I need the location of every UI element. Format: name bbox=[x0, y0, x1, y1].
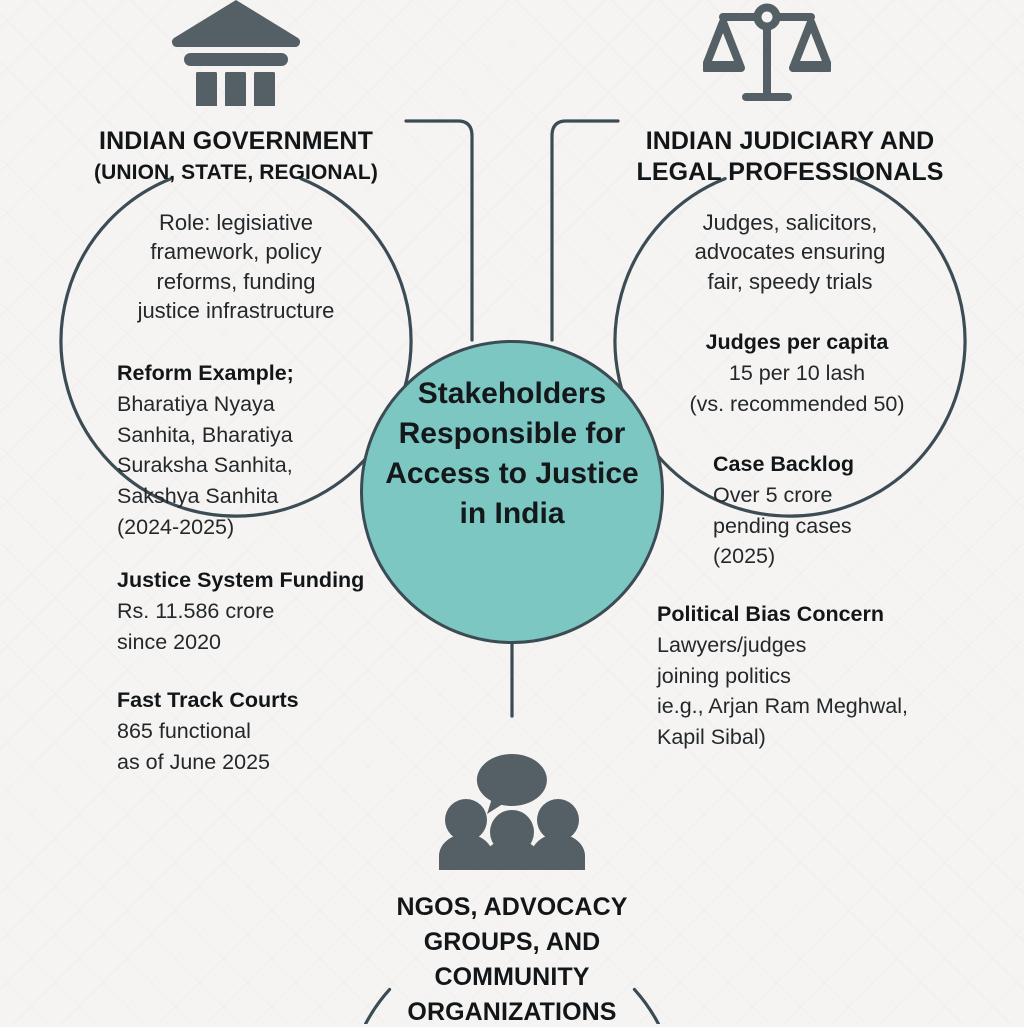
ngos-title-line-2: GROUPS, AND bbox=[423, 928, 601, 956]
fact-political-bias-concern-title: Political Bias Concern bbox=[657, 602, 885, 626]
center-hub-label: Stakeholders Responsible for Access to J… bbox=[360, 374, 664, 534]
judiciary-description: Judges, salicitors, advocates ensuring f… bbox=[694, 210, 886, 294]
judiciary-title-line-2: LEGAL PROFESSIONALS bbox=[636, 158, 944, 186]
ngos-title-line-3: COMMUNITY bbox=[434, 963, 590, 991]
fact-reform-example-body: Bharatiya Nyaya Sanhita, Bharatiya Surak… bbox=[117, 391, 293, 539]
fact-justice-system-funding-title: Justice System Funding bbox=[117, 568, 365, 592]
hub-line-1: Stakeholders bbox=[417, 377, 607, 410]
judiciary-circle-arc bbox=[613, 177, 967, 518]
fact-reform-example: Reform Example; Bharatiya Nyaya Sanhita,… bbox=[117, 360, 407, 543]
fact-fast-track-courts: Fast Track Courts 865 functional as of J… bbox=[117, 687, 417, 777]
hub-line-2: Responsible for bbox=[398, 416, 626, 450]
fact-political-bias-concern: Political Bias Concern Lawyers/judges jo… bbox=[657, 601, 997, 753]
scales-of-justice-icon bbox=[703, 3, 831, 101]
ngos-title-line-1: NGOS, ADVOCACY bbox=[396, 893, 628, 921]
fact-fast-track-courts-body: 865 functional as of June 2025 bbox=[117, 718, 271, 774]
government-subtitle: (UNION, STATE, REGIONAL) bbox=[94, 161, 378, 184]
fact-judges-per-capita-body: 15 per 10 lash (vs. recommended 50) bbox=[689, 360, 905, 416]
fact-judges-per-capita-title: Judges per capita bbox=[705, 330, 889, 354]
fact-justice-system-funding-body: Rs. 11.586 crore since 2020 bbox=[117, 598, 275, 654]
ngos-title-line-4: ORGANIZATIONS bbox=[407, 998, 617, 1026]
fact-justice-system-funding: Justice System Funding Rs. 11.586 crore … bbox=[117, 567, 417, 657]
hub-line-3: Access to Justice bbox=[385, 456, 639, 490]
community-people-icon bbox=[439, 754, 585, 870]
government-description: Role: legisiative framework, policy refo… bbox=[137, 210, 335, 323]
fact-reform-example-title: Reform Example; bbox=[117, 361, 294, 385]
center-hub-circle bbox=[360, 340, 664, 644]
fact-judges-per-capita: Judges per capita 15 per 10 lash (vs. re… bbox=[662, 329, 932, 419]
fact-case-backlog-body: Over 5 crore pending cases (2025) bbox=[713, 482, 852, 569]
hub-line-4: in India bbox=[459, 496, 565, 530]
fact-political-bias-concern-body: Lawyers/judges joining politics ie.g., A… bbox=[657, 632, 908, 750]
judiciary-title-line-1: INDIAN JUDICIARY AND bbox=[645, 127, 935, 155]
bank-building-icon bbox=[172, 0, 300, 106]
fact-fast-track-courts-title: Fast Track Courts bbox=[117, 688, 299, 712]
government-circle-arc bbox=[59, 177, 413, 518]
fact-case-backlog: Case Backlog Over 5 crore pending cases … bbox=[713, 451, 983, 572]
government-title: INDIAN GOVERNMENT bbox=[99, 127, 373, 155]
fact-case-backlog-title: Case Backlog bbox=[713, 452, 855, 476]
connector-government-to-hub bbox=[404, 119, 474, 342]
connector-judiciary-to-hub bbox=[550, 119, 620, 342]
